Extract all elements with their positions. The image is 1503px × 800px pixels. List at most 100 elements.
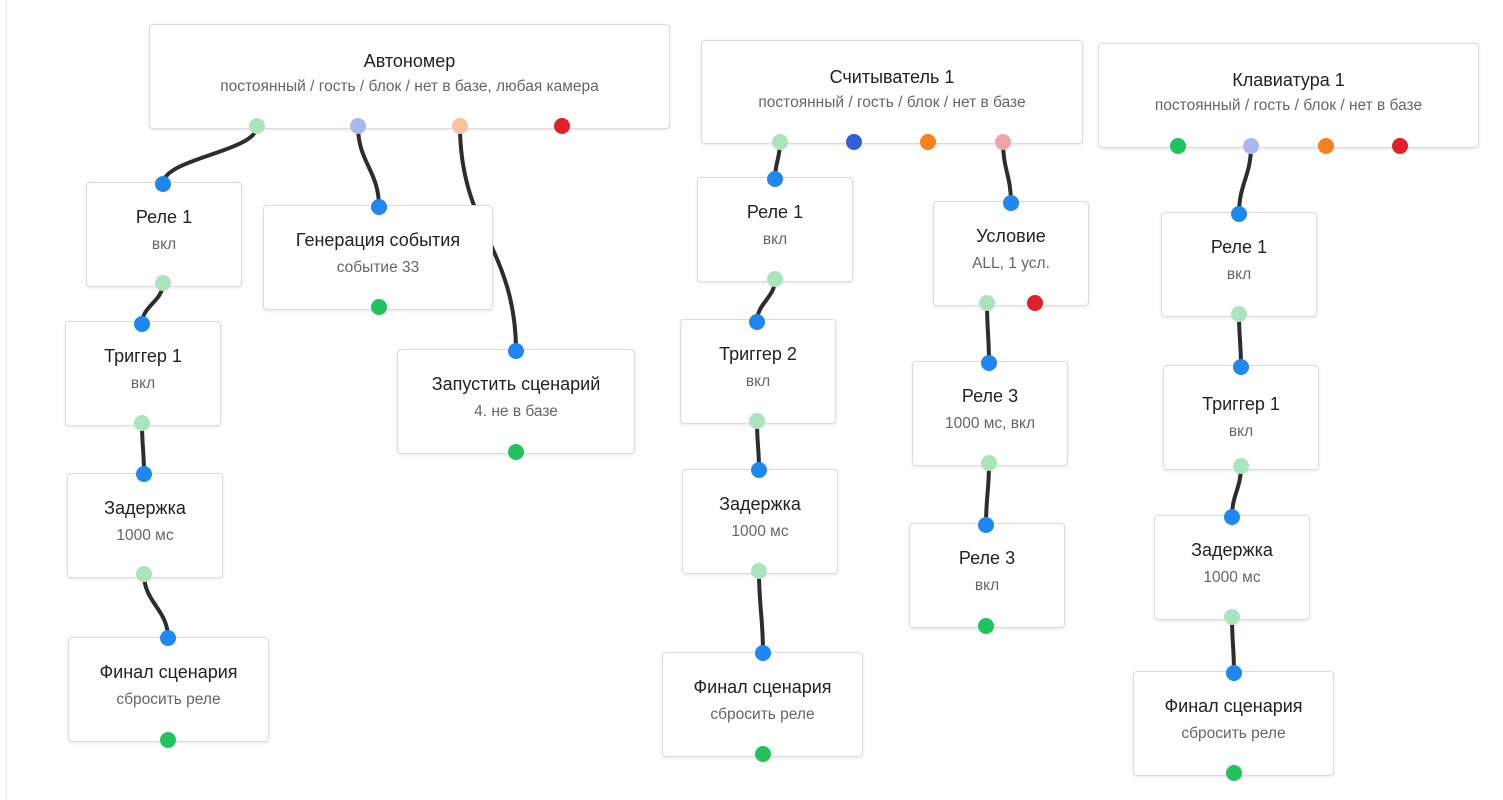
action-node-delay[interactable]: Задержка 1000 мс: [1154, 515, 1310, 620]
action-node-generate-event[interactable]: Генерация события событие 33: [263, 205, 493, 310]
action-node-scenario-final[interactable]: Финал сценария сбросить реле: [662, 652, 863, 757]
output-port[interactable]: [1233, 458, 1249, 474]
action-node-relay-3[interactable]: Реле 3 вкл: [909, 523, 1065, 628]
action-node-trigger-1[interactable]: Триггер 1 вкл: [65, 321, 221, 426]
condition-node[interactable]: Условие ALL, 1 усл.: [933, 201, 1089, 306]
connection-wire[interactable]: [984, 461, 991, 527]
action-node-delay[interactable]: Задержка 1000 мс: [67, 473, 223, 578]
output-port[interactable]: [749, 413, 765, 429]
input-port[interactable]: [981, 355, 997, 371]
condition-node-title: Условие: [976, 226, 1046, 246]
output-port[interactable]: [981, 455, 997, 471]
action-node-relay-1[interactable]: Реле 1 вкл: [1161, 212, 1317, 317]
input-port[interactable]: [160, 630, 176, 646]
action-node-title: Финал сценария: [99, 662, 238, 682]
action-node-title: Триггер 1: [1202, 394, 1280, 414]
input-port[interactable]: [155, 176, 171, 192]
output-port[interactable]: [1226, 765, 1242, 781]
action-node-subtitle: сбросить реле: [116, 691, 221, 708]
action-node-subtitle: 1000 мс, вкл: [944, 415, 1036, 432]
trigger-node-title: Считыватель 1: [829, 67, 955, 87]
output-port[interactable]: [1231, 306, 1247, 322]
input-port[interactable]: [1224, 509, 1240, 525]
action-node-subtitle: вкл: [151, 236, 177, 253]
action-node-scenario-final[interactable]: Финал сценария сбросить реле: [68, 637, 269, 742]
output-port-not-in-db[interactable]: [995, 134, 1011, 150]
input-port[interactable]: [1231, 206, 1247, 222]
output-port-permanent[interactable]: [1170, 138, 1186, 154]
input-port[interactable]: [136, 466, 152, 482]
action-node-subtitle: вкл: [974, 577, 1000, 594]
action-node-title: Реле 3: [961, 386, 1019, 406]
output-port[interactable]: [508, 444, 524, 460]
action-node-trigger-2[interactable]: Триггер 2 вкл: [680, 319, 836, 424]
input-port[interactable]: [134, 316, 150, 332]
connection-wire[interactable]: [1237, 144, 1253, 216]
output-port-false[interactable]: [1027, 295, 1043, 311]
input-port[interactable]: [978, 517, 994, 533]
output-port[interactable]: [155, 275, 171, 291]
action-node-title: Триггер 1: [104, 346, 182, 366]
output-port-permanent[interactable]: [249, 118, 265, 134]
action-node-run-scenario[interactable]: Запустить сценарий 4. не в базе: [397, 349, 635, 454]
output-port-guest[interactable]: [846, 134, 862, 150]
output-port-not-in-db[interactable]: [554, 118, 570, 134]
input-port[interactable]: [1233, 359, 1249, 375]
input-port[interactable]: [508, 343, 524, 359]
output-port[interactable]: [767, 271, 783, 287]
connection-wire[interactable]: [985, 301, 991, 365]
action-node-scenario-final[interactable]: Финал сценария сбросить реле: [1133, 671, 1334, 776]
connection-wire[interactable]: [1001, 140, 1013, 205]
action-node-subtitle: сбросить реле: [1181, 725, 1286, 742]
output-port[interactable]: [371, 299, 387, 315]
action-node-subtitle: событие 33: [336, 259, 420, 276]
input-port[interactable]: [749, 314, 765, 330]
action-node-relay-1[interactable]: Реле 1 вкл: [86, 182, 242, 287]
connection-wire[interactable]: [161, 124, 259, 186]
output-port[interactable]: [134, 415, 150, 431]
trigger-node-subtitle: постоянный / гость / блок / нет в базе: [1154, 97, 1423, 114]
trigger-node-autonumber[interactable]: Автономер постоянный / гость / блок / не…: [149, 24, 670, 129]
output-port-block[interactable]: [1318, 138, 1334, 154]
canvas-left-border: [6, 0, 7, 800]
output-port-guest[interactable]: [350, 118, 366, 134]
output-port[interactable]: [160, 732, 176, 748]
action-node-subtitle: вкл: [762, 231, 788, 248]
trigger-node-keypad-1[interactable]: Клавиатура 1 постоянный / гость / блок /…: [1098, 43, 1479, 148]
trigger-node-subtitle: постоянный / гость / блок / нет в базе: [758, 94, 1026, 111]
output-port-guest[interactable]: [1243, 138, 1259, 154]
output-port-block[interactable]: [452, 118, 468, 134]
action-node-relay-1[interactable]: Реле 1 вкл: [697, 177, 853, 282]
output-port-true[interactable]: [979, 295, 995, 311]
input-port[interactable]: [767, 171, 783, 187]
output-port[interactable]: [755, 746, 771, 762]
action-node-subtitle: 1000 мс: [731, 523, 789, 540]
action-node-title: Задержка: [719, 494, 801, 514]
input-port[interactable]: [1003, 195, 1019, 211]
action-node-trigger-1[interactable]: Триггер 1 вкл: [1163, 365, 1319, 470]
input-port[interactable]: [755, 645, 771, 661]
action-node-relay-3[interactable]: Реле 3 1000 мс, вкл: [912, 361, 1068, 466]
output-port[interactable]: [751, 563, 767, 579]
connection-wire[interactable]: [142, 572, 170, 640]
action-node-subtitle: вкл: [1228, 423, 1254, 440]
connection-wire[interactable]: [757, 569, 765, 655]
action-node-delay[interactable]: Задержка 1000 мс: [682, 469, 838, 574]
output-port-permanent[interactable]: [772, 134, 788, 150]
input-port[interactable]: [751, 462, 767, 478]
trigger-node-reader-1[interactable]: Считыватель 1 постоянный / гость / блок …: [701, 40, 1083, 144]
action-node-title: Финал сценария: [693, 677, 832, 697]
action-node-title: Реле 3: [958, 548, 1016, 568]
output-port-not-in-db[interactable]: [1392, 138, 1408, 154]
output-port[interactable]: [136, 566, 152, 582]
output-port[interactable]: [978, 618, 994, 634]
condition-node-subtitle: ALL, 1 усл.: [972, 255, 1050, 272]
input-port[interactable]: [1226, 665, 1242, 681]
action-node-title: Генерация события: [295, 230, 461, 250]
connection-wire[interactable]: [356, 124, 381, 209]
output-port-block[interactable]: [920, 134, 936, 150]
trigger-node-title: Клавиатура 1: [1232, 70, 1345, 90]
output-port[interactable]: [1224, 609, 1240, 625]
input-port[interactable]: [371, 199, 387, 215]
